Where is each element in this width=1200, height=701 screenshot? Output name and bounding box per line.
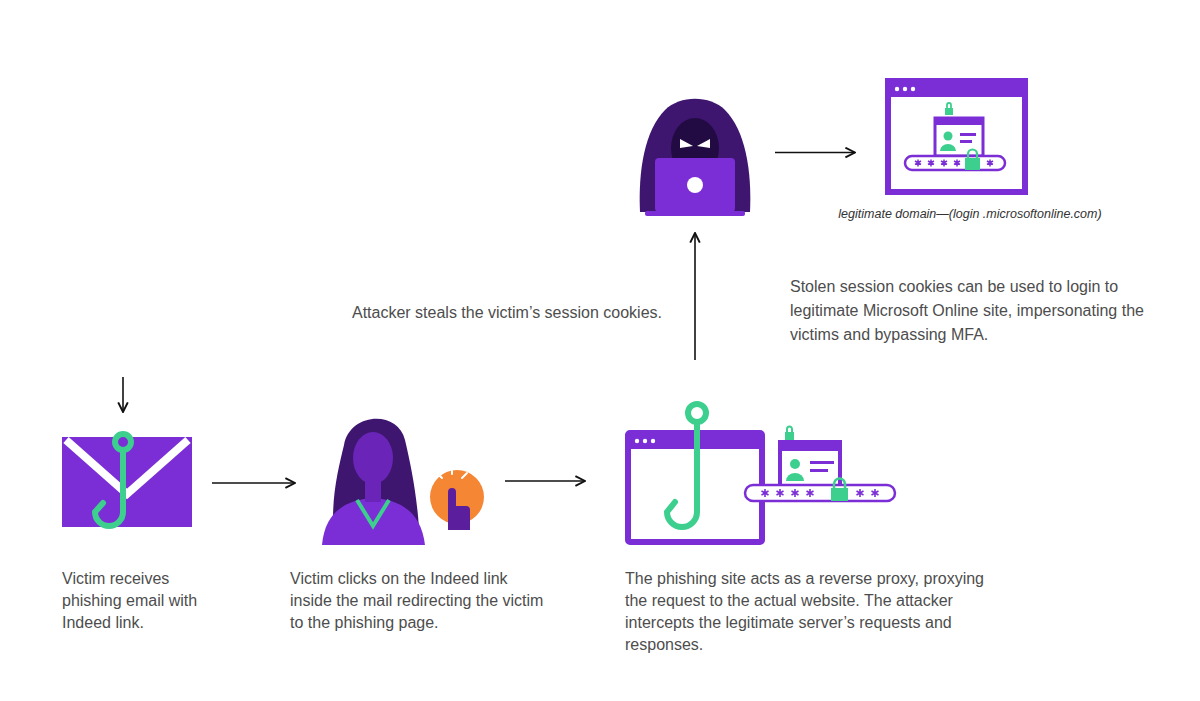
card-line [810, 461, 834, 464]
password-asterisks [915, 160, 993, 167]
lock-body [831, 488, 848, 501]
caption-text: The phishing site acts as a reverse prox… [625, 568, 985, 656]
caption-text: Victim receives phishing email with Inde… [62, 568, 202, 634]
password-asterisks [762, 489, 879, 497]
flow-arrow [694, 233, 696, 360]
browser-frame [888, 81, 1025, 192]
attacker-eye [680, 139, 693, 148]
browser-dot [651, 439, 655, 443]
phishing-hook [95, 451, 123, 526]
lock-body [785, 432, 794, 440]
laptop-base [645, 211, 745, 216]
note-text: Stolen session cookies can be used to lo… [790, 275, 1150, 347]
note-box: Stolen session cookies can be used to lo… [790, 275, 1150, 347]
password-field [745, 485, 895, 501]
victim-collar [357, 500, 389, 526]
caption-block: The phishing site acts as a reverse prox… [625, 568, 985, 656]
caption-text: Victim clicks on the Indeed link inside … [290, 568, 545, 634]
laptop-logo [687, 177, 703, 193]
attacker-hood [640, 99, 751, 212]
lock-body [965, 158, 980, 170]
caption-block: legitimate domain—(login .microsoftonlin… [790, 206, 1150, 222]
victim-figure [322, 419, 484, 545]
user-head [790, 459, 800, 469]
lock-body [945, 108, 953, 115]
victim-body [322, 498, 425, 545]
caption-block: Victim clicks on the Indeed link inside … [290, 568, 545, 634]
email-icon [62, 434, 192, 527]
icon-node: Victim clicks on the Indeed link inside … [322, 415, 488, 547]
browser-dot [911, 87, 915, 91]
flow-arrow [775, 152, 855, 154]
icon-node: The phishing site acts as a reverse prox… [625, 430, 765, 547]
icon-node: legitimate domain—(login .microsoftonlin… [885, 78, 1028, 195]
hook-eye [115, 434, 131, 450]
lock-shackle [968, 150, 977, 159]
icon-node [635, 95, 755, 210]
lock-shackle [947, 103, 951, 108]
attacker-eye [697, 139, 710, 148]
browser-dot [643, 439, 647, 443]
browser-dot [635, 439, 639, 443]
edge-label-box: Attacker steals the victim’s session coo… [240, 301, 662, 325]
phishing-site-icon [628, 404, 895, 542]
laptop-lid [655, 158, 735, 212]
victim-face [353, 432, 393, 484]
lock-shackle [787, 427, 792, 433]
caption-text: legitimate domain—(login .microsoftonlin… [790, 206, 1150, 222]
flow-arrow [212, 482, 295, 484]
attacker-figure [640, 99, 751, 216]
card-line [960, 140, 972, 143]
user-shoulders [786, 473, 804, 481]
card-bar [935, 118, 983, 125]
credential-card [780, 442, 840, 488]
lock-shackle [834, 479, 845, 489]
edge-label: Attacker steals the victim’s session coo… [240, 301, 662, 325]
user-shoulders [940, 144, 956, 151]
legitimate-site-icon [888, 81, 1025, 192]
browser-dot [903, 87, 907, 91]
icon-node: Victim receives phishing email with Inde… [62, 437, 192, 529]
browser-dot [895, 87, 899, 91]
password-field [905, 156, 1005, 170]
pointer-hand [448, 488, 470, 530]
user-head [944, 132, 953, 141]
flow-arrow [505, 480, 585, 482]
card-bar [780, 442, 840, 451]
card-line [810, 469, 828, 472]
browser-bar [888, 81, 1025, 97]
click-rays [437, 467, 467, 478]
incoming-arrow [122, 377, 124, 412]
card-line [960, 133, 976, 136]
phishing-hook [667, 422, 697, 527]
caption-block: Victim receives phishing email with Inde… [62, 568, 202, 634]
